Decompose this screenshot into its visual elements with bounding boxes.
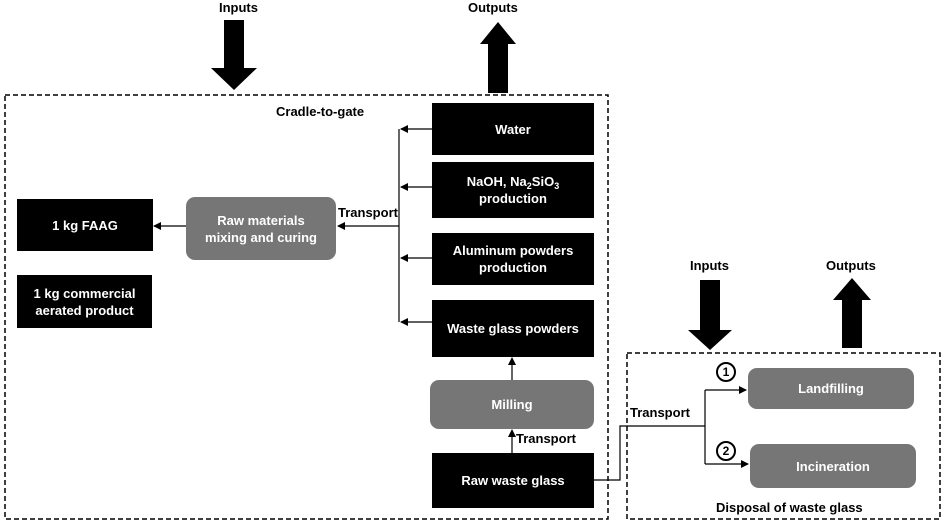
inputs-disposal-arrow: [688, 280, 732, 350]
marker-two: 2: [716, 441, 736, 461]
water-box: Water: [432, 103, 594, 155]
incineration-box: Incineration: [750, 444, 916, 488]
marker-one: 1: [716, 362, 736, 382]
waste-glass-powders-label: Waste glass powders: [447, 321, 579, 336]
inputs-disposal-label: Inputs: [690, 258, 729, 273]
inputs-main-arrow: [211, 20, 257, 90]
outputs-main-label: Outputs: [468, 0, 518, 15]
naoh-label: NaOH, Na2SiO3 production: [466, 174, 560, 206]
outputs-main-arrow: [480, 22, 516, 93]
raw-waste-glass-label: Raw waste glass: [461, 473, 565, 488]
milling-box: Milling: [430, 380, 594, 429]
disposal-boundary: [626, 352, 941, 520]
inputs-main-label: Inputs: [219, 0, 258, 15]
outputs-disposal-arrow: [833, 278, 871, 348]
faag-box: 1 kg FAAG: [17, 199, 153, 251]
waste-glass-powders-box: Waste glass powders: [432, 300, 594, 357]
disposal-title-label: Disposal of waste glass: [716, 500, 863, 515]
transport-left-label: Transport: [338, 205, 398, 220]
water-label: Water: [495, 121, 531, 137]
milling-label: Milling: [491, 397, 533, 412]
transport-milling-label: Transport: [516, 431, 576, 446]
landfilling-box: Landfilling: [748, 368, 914, 409]
incineration-label: Incineration: [796, 458, 870, 474]
disposal-transport-line: [594, 425, 705, 481]
transport-disposal-label: Transport: [630, 405, 690, 420]
landfilling-label: Landfilling: [798, 381, 864, 396]
faag-label: 1 kg FAAG: [52, 217, 118, 233]
cradle-to-gate-boundary: [4, 94, 609, 520]
naoh-box: NaOH, Na2SiO3 production: [432, 162, 594, 218]
cradle-to-gate-label: Cradle-to-gate: [276, 104, 365, 119]
outputs-disposal-label: Outputs: [826, 258, 876, 273]
raw-waste-glass-box: Raw waste glass: [432, 453, 594, 508]
